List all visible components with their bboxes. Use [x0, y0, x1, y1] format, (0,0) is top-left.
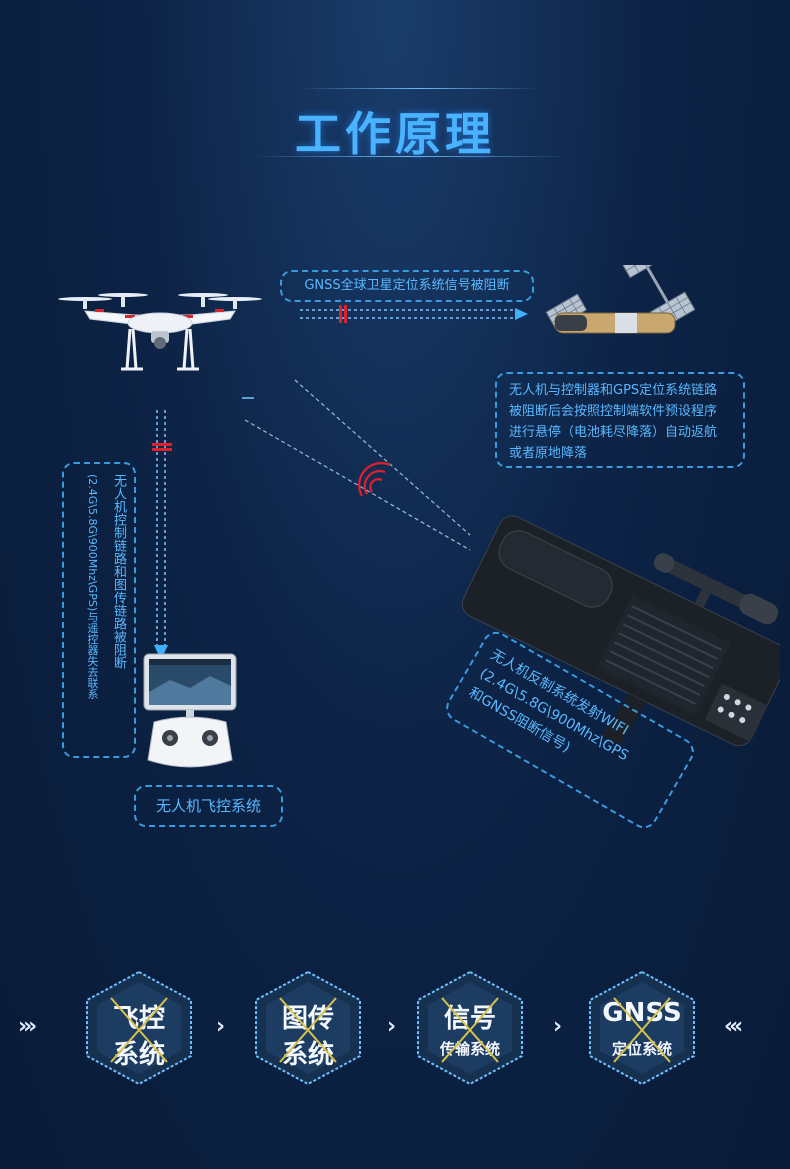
gnss-block-mark-2 — [344, 305, 347, 323]
note-line: 或者原地降落 — [509, 446, 588, 461]
satellite-icon — [545, 265, 695, 334]
sep-arrow-icon: › — [553, 1014, 562, 1039]
jammer-device-icon — [461, 515, 780, 747]
right-arrows-icon: ‹‹‹ — [724, 1014, 743, 1039]
signal-wave-icon — [358, 462, 391, 497]
jam-line-2 — [294, 379, 471, 536]
drone-icon — [58, 293, 262, 371]
flight-control-system-hex: 飞控 系统 — [81, 968, 197, 1088]
note-line: 无人机与控制器和GPS定位系统链路 — [509, 383, 718, 398]
link-blocked-note: 无人机与控制器和GPS定位系统链路 被阻断后会按照控制端软件预设程序 进行悬停（… — [495, 372, 745, 468]
cross-icon — [441, 997, 499, 1063]
sep-arrow-icon: › — [216, 1014, 225, 1039]
title-top-line — [300, 88, 540, 89]
flight-control-system-label: 无人机飞控系统 — [134, 785, 283, 827]
sep-arrow-icon: › — [387, 1014, 396, 1039]
page-title: 工作原理 — [295, 107, 495, 161]
link-block-mark-2 — [152, 448, 172, 451]
left-arrows-icon: ››› — [18, 1014, 37, 1039]
link-block-mark — [152, 443, 172, 446]
cross-icon — [279, 997, 337, 1063]
link-arrowhead — [154, 645, 168, 660]
note-line: 进行悬停（电池耗尽降落）自动返航 — [509, 425, 718, 440]
gnss-positioning-system-hex: GNSS 定位系统 — [584, 968, 700, 1088]
hex-line2: 传输系统 — [439, 1040, 500, 1058]
control-link-note-col2: (2.4G\5.8G\900Mhz\GPS)与遥控器失去联系 — [86, 474, 99, 700]
gnss-arrowhead — [515, 308, 528, 320]
video-transmission-system-hex: 图传 系统 — [250, 968, 366, 1088]
control-link-note: 无人机控制链路和图传链路被阻断 (2.4G\5.8G\900Mhz\GPS)与遥… — [62, 462, 136, 758]
jam-line-1 — [244, 419, 471, 551]
remote-controller-icon — [143, 653, 237, 768]
note-line: 被阻断后会按照控制端软件预设程序 — [509, 404, 718, 419]
gnss-blocked-label: GNSS全球卫星定位系统信号被阻断 — [280, 270, 534, 302]
signal-transmission-system-hex: 信号 传输系统 — [412, 968, 528, 1088]
hex-line2: 定位系统 — [611, 1040, 672, 1058]
gnss-block-mark — [339, 305, 342, 323]
hex-line1: GNSS — [602, 998, 682, 1028]
cross-icon — [613, 997, 671, 1063]
hex-line2: 系统 — [281, 1040, 334, 1070]
control-link-note-col1: 无人机控制链路和图传链路被阻断 — [111, 474, 126, 669]
title-bottom-line — [250, 156, 570, 157]
hex-line2: 系统 — [112, 1040, 165, 1070]
cross-icon — [110, 997, 168, 1063]
